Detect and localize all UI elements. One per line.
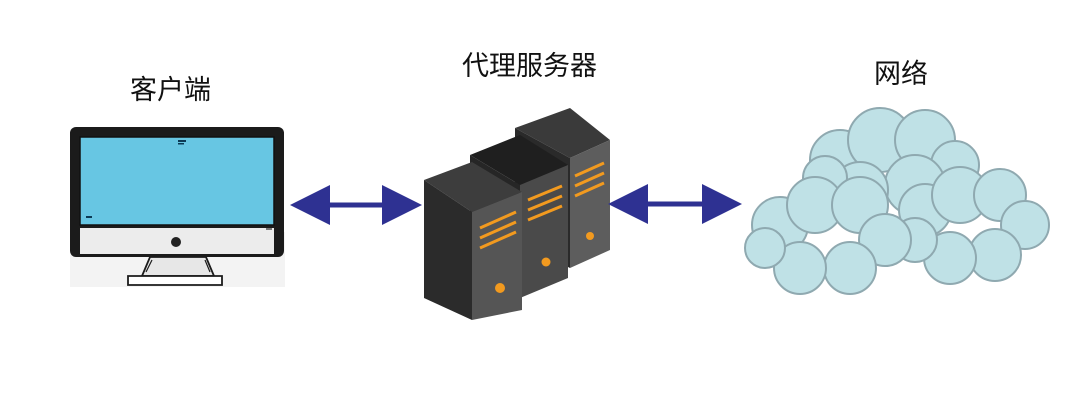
monitor-icon (70, 127, 285, 287)
network-label: 网络 (874, 59, 928, 90)
proxy-server-label: 代理服务器 (462, 51, 597, 82)
server-rack-icon (424, 108, 610, 320)
cloud-icon (744, 107, 1050, 295)
client-label: 客户端 (130, 75, 211, 106)
